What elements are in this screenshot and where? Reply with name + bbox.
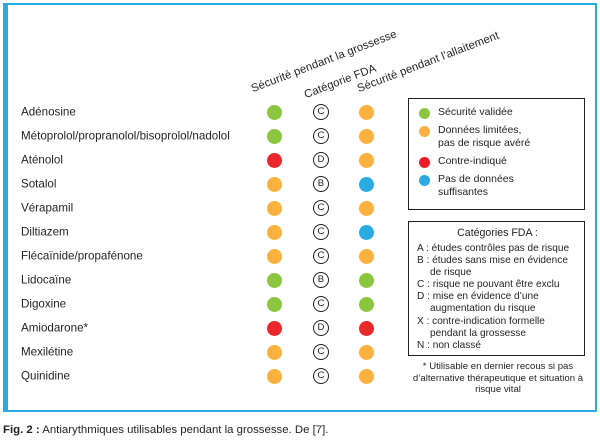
table-row: Adénosine C [8,100,595,124]
safety-pregnancy-dot [267,128,282,144]
fda-category-line: de risque [430,267,472,279]
safety-pregnancy-dot [267,200,282,216]
safety-breastfeeding-dot [359,152,374,168]
safety-breastfeeding-dot [359,176,374,192]
table-row: Vérapamil C [8,196,595,220]
figure-caption-text: Antiarythmiques utilisables pendant la g… [42,424,329,436]
safety-breastfeeding-dot [359,296,374,312]
fda-categories-box: Catégories FDA : A : études contrôles pa… [408,221,585,356]
table-row: Flécaïnide/propafénone C [8,244,595,268]
safety-breastfeeding-dot [359,320,374,336]
safety-pregnancy-dot [267,176,282,192]
table-row: Mexilétine C [8,340,595,364]
legend-swatch-red [419,157,430,168]
drug-name: Mexilétine [21,345,74,359]
safety-breastfeeding-dot [359,344,374,360]
legend-item: Sécurité validée [419,106,576,119]
safety-pregnancy-dot [267,248,282,264]
drug-name: Sotalol [21,177,57,191]
fda-category-badge: C [313,344,329,360]
legend-swatch-green [419,108,430,119]
legend-label: Données limitées,pas de risque avéré [438,124,531,149]
safety-breastfeeding-dot [359,200,374,216]
safety-pregnancy-dot [267,368,282,384]
safety-pregnancy-dot [267,272,282,288]
legend-swatch-orange [419,126,430,137]
table-row: Diltiazem C [8,220,595,244]
fda-category-badge: B [313,272,329,288]
fda-category-line: X : contre-indication formelle [417,315,545,327]
table-row: Quinidine C [8,364,595,388]
fda-category-badge: C [313,104,329,120]
safety-pregnancy-dot [267,296,282,312]
safety-breastfeeding-dot [359,224,374,240]
table-row: Digoxine C [8,292,595,316]
fda-category-badge: B [313,176,329,192]
safety-breastfeeding-dot [359,248,374,264]
drug-name: Quinidine [21,369,70,383]
table-row: Métoprolol/propranolol/bisoprolol/nadolo… [8,124,595,148]
safety-pregnancy-dot [267,104,282,120]
fda-category-line: A : études contrôles pas de risque [417,243,570,254]
legend-swatch-blue [419,175,430,186]
fda-categories-title: Catégories FDA : [457,227,538,239]
legend-item: Contre-indiqué [419,155,576,168]
footnote-asterisk: * Utilisable en dernier recous si pas d’… [412,361,584,396]
safety-pregnancy-dot [267,152,282,168]
fda-category-badge: C [313,368,329,384]
table-row: Sotalol B [8,172,595,196]
drug-name: Diltiazem [21,225,69,239]
legend-label: Sécurité validée [438,106,513,118]
drug-name: Vérapamil [21,201,74,215]
drug-name: Métoprolol/propranolol/bisoprolol/nadolo… [21,129,230,143]
drug-name: Digoxine [21,297,67,311]
legend-item: Données limitées,pas de risque avéré [419,124,576,150]
fda-category-line: D : mise en évidence d’une [417,291,539,303]
figure-caption: Fig. 2 : Antiarythmiques utilisables pen… [3,424,328,436]
safety-pregnancy-dot [267,320,282,336]
fda-category-badge: D [313,320,329,336]
fda-category-line: pendant la grossesse [430,327,526,339]
figure-panel: Sécurité pendant la grossesse Catégorie … [3,3,597,412]
figure-caption-label: Fig. 2 : [3,424,40,436]
drug-name: Lidocaïne [21,273,72,287]
fda-category-line: N : non classé [417,339,481,351]
safety-breastfeeding-dot [359,272,374,288]
fda-category-badge: C [313,248,329,264]
table-row: Lidocaïne B [8,268,595,292]
fda-category-line: B : études sans mise en évidence [417,255,568,267]
safety-breastfeeding-dot [359,104,374,120]
drug-name: Aténolol [21,153,63,167]
safety-breastfeeding-dot [359,368,374,384]
safety-breastfeeding-dot [359,128,374,144]
drug-name: Amiodarone* [21,321,89,335]
table-row: Aténolol D [8,148,595,172]
legend-label: Contre-indiqué [438,155,507,167]
fda-category-line: C : risque ne pouvant être exclu [417,279,560,291]
table-row: Amiodarone* D [8,316,595,340]
fda-category-badge: C [313,296,329,312]
drug-name: Flécaïnide/propafénone [21,249,143,263]
drug-name: Adénosine [21,105,76,119]
fda-category-line: augmentation du risque [430,303,536,315]
fda-category-badge: C [313,200,329,216]
fda-category-badge: C [313,128,329,144]
fda-category-badge: D [313,152,329,168]
safety-pregnancy-dot [267,224,282,240]
fda-category-badge: C [313,224,329,240]
safety-pregnancy-dot [267,344,282,360]
